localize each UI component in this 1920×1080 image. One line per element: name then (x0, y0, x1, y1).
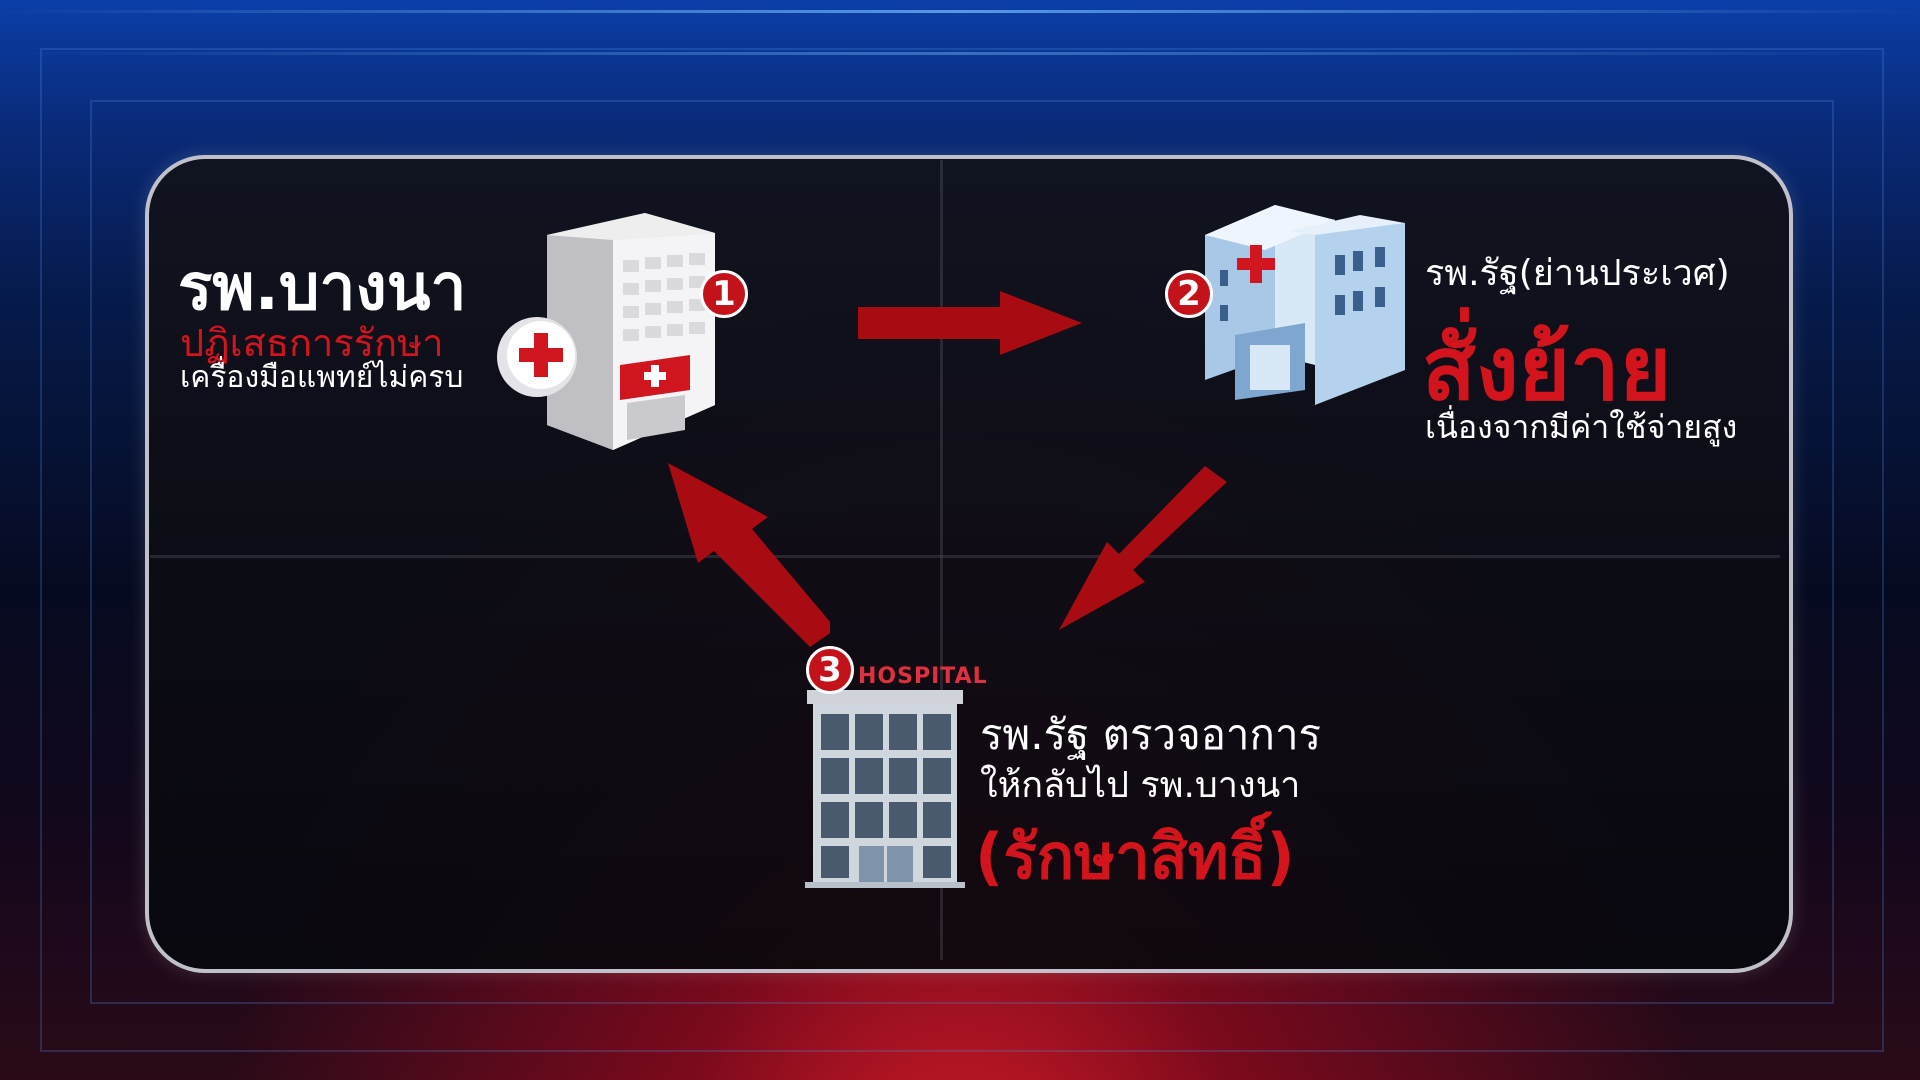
step2-note: เนื่องจากมีค่าใช้จ่ายสูง (1425, 408, 1738, 446)
step1-badge: 1 (700, 270, 748, 318)
arrow-step2-to-step3 (1059, 466, 1227, 630)
light-streak-top (0, 10, 1920, 13)
step3-badge: 3 (806, 646, 854, 694)
hospital-building-1-icon (497, 213, 715, 450)
step2-badge: 2 (1165, 270, 1213, 318)
hospital-building-2-icon (1205, 205, 1405, 405)
hospital-building-3-icon (805, 690, 965, 888)
panel-grid-line (150, 555, 1780, 558)
light-streak (0, 52, 1920, 55)
arrow-step1-to-step2 (858, 291, 1082, 355)
frame-line-inner (90, 100, 1834, 1004)
step1-note: เครื่องมือแพทย์ไม่ครบ (180, 360, 464, 395)
step3-emphasis: (รักษาสิทธิ์) (975, 820, 1295, 893)
diagram-panel (145, 155, 1793, 973)
step3-sign: HOSPITAL (858, 664, 988, 689)
step3-line1: รพ.รัฐ ตรวจอาการ (980, 710, 1322, 759)
step3-line2: ให้กลับไป รพ.บางนา (980, 765, 1301, 806)
step1-title: รพ.บางนา (178, 251, 467, 325)
step2-action: สั่งย้าย (1422, 317, 1672, 420)
step2-title: รพ.รัฐ(ย่านประเวศ) (1425, 253, 1730, 294)
panel-grid-line (940, 160, 943, 960)
step1-subtitle: ปฏิเสธการรักษา (180, 321, 444, 365)
arrow-step3-to-step1 (668, 463, 830, 647)
frame-line-outer (40, 48, 1884, 1052)
